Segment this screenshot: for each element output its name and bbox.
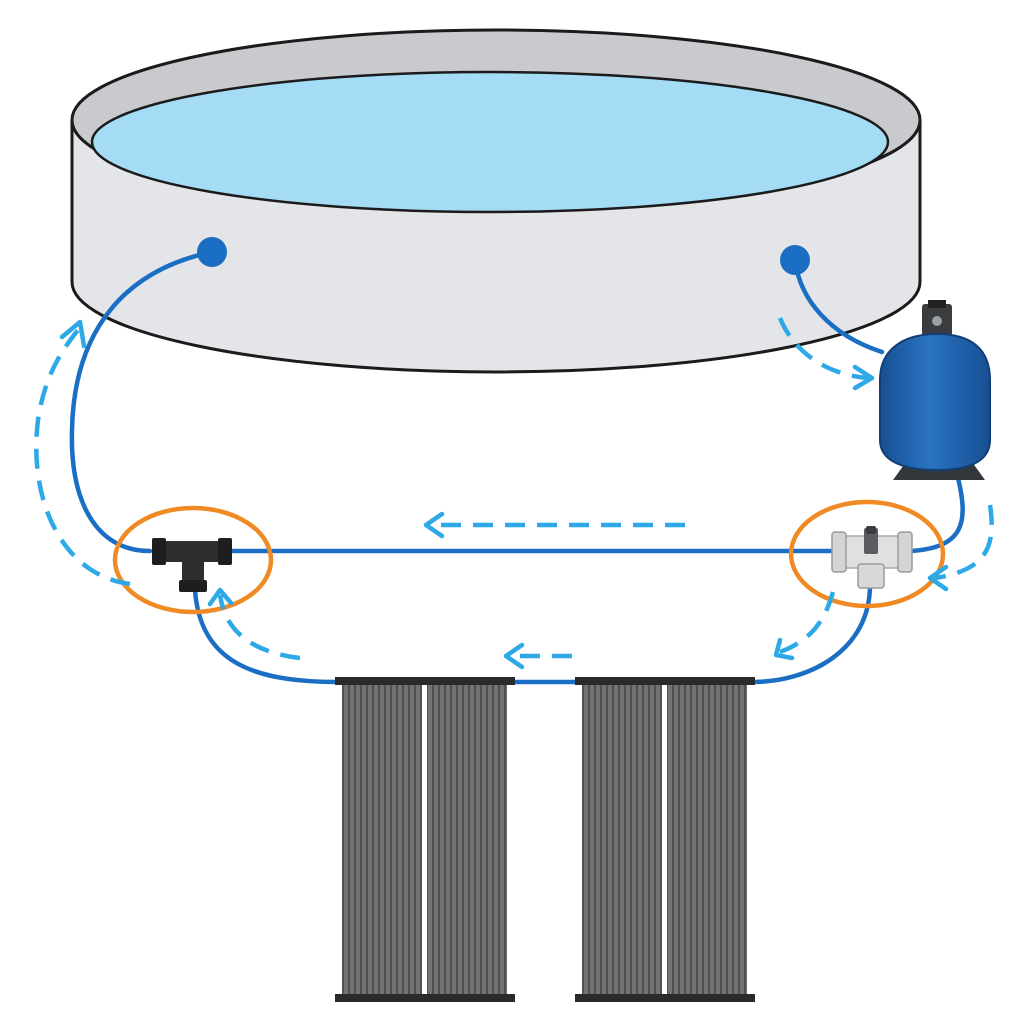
panel-bottom-header-right [575, 994, 755, 1002]
filter-valve-top [928, 300, 946, 308]
tee-left-collar [152, 538, 166, 565]
tee-branch-collar [179, 580, 207, 592]
filter-tank [879, 332, 991, 472]
three-way-valve-icon[interactable] [831, 526, 913, 589]
valve-highlight-ring [788, 499, 946, 609]
flow-arrows [34, 317, 994, 661]
solar-panel-icon[interactable] [582, 684, 662, 996]
arrowhead-solar-feed [773, 637, 795, 661]
panel-bottom-header-left [335, 994, 515, 1002]
solar-panel-icon[interactable] [427, 684, 507, 996]
valve-right-collar [897, 531, 913, 573]
return-hose [69, 249, 215, 554]
filter-gauge [932, 316, 942, 326]
pump-discharge-hose [907, 475, 965, 554]
return-fitting-icon[interactable] [197, 237, 227, 267]
valve-bottom-port [857, 563, 885, 589]
flow-arrowheads [59, 319, 949, 670]
tee-body [152, 541, 232, 562]
flow-arrow-return [34, 328, 131, 587]
arrowhead-bypass [423, 511, 445, 539]
outlet-fitting-icon[interactable] [780, 245, 810, 275]
valve-handle [864, 528, 878, 554]
arrowhead-solar-return [207, 587, 234, 607]
arrowhead-return [59, 319, 87, 349]
tee-highlight-ring [112, 505, 274, 615]
arrowhead-pump-in [852, 364, 875, 391]
flow-arrow-pump-out [934, 504, 994, 581]
solar-panel-icon[interactable] [342, 684, 422, 996]
pool-water [90, 70, 890, 214]
flow-arrow-solar-return [217, 594, 301, 661]
valve-handle-grip [866, 526, 876, 534]
sand-filter-icon[interactable] [879, 300, 991, 480]
arrowhead-panel-link [503, 642, 525, 670]
panel-top-header-left [335, 677, 515, 685]
solar-panel-icon[interactable] [667, 684, 747, 996]
pool [70, 28, 922, 374]
flow-arrow-pump-in [777, 317, 869, 381]
solar-return-hose [192, 587, 340, 685]
tee-right-collar [218, 538, 232, 565]
solar-panels [335, 677, 755, 1002]
valve-left-collar [831, 531, 847, 573]
arrowhead-pump-out [927, 564, 949, 592]
panel-top-header-right [575, 677, 755, 685]
tee-fitting-icon[interactable] [152, 538, 232, 592]
flow-arrow-solar-feed [779, 591, 836, 655]
